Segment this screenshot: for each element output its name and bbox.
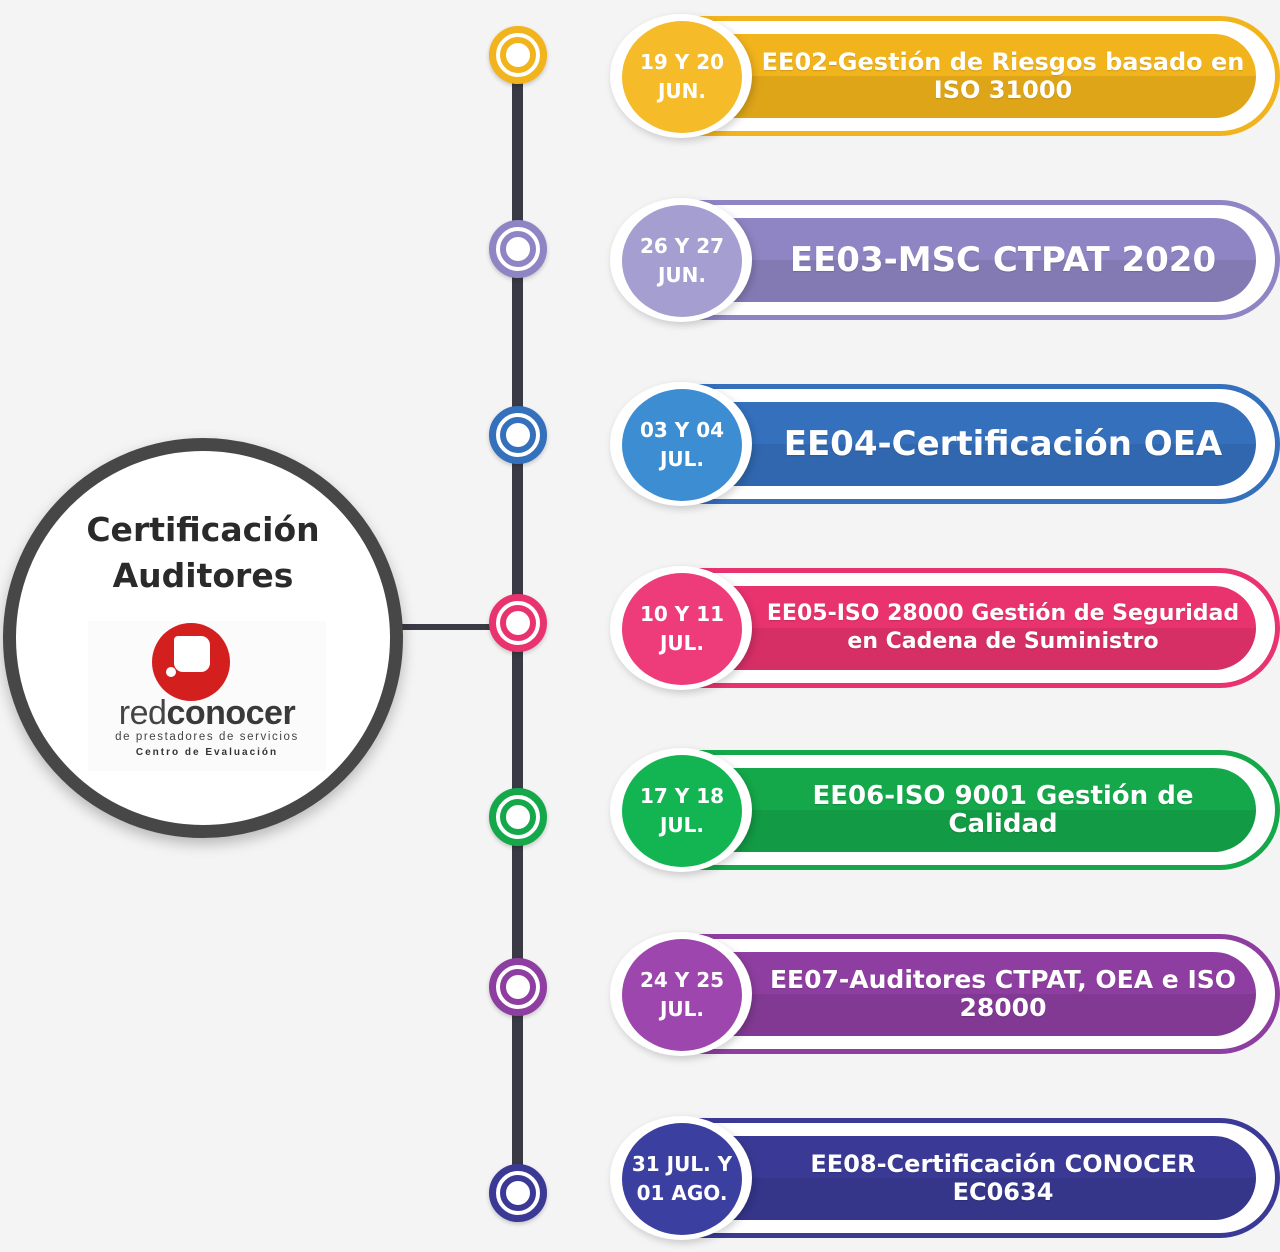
- event-pill-shade: [670, 1178, 1256, 1220]
- event-pill-shade: [670, 994, 1256, 1036]
- timeline-node: [489, 958, 547, 1016]
- timeline-node-center: [500, 37, 536, 73]
- event-date-ring: 26 Y 27 JUN.: [610, 198, 752, 322]
- event-date-ring: 19 Y 20 JUN.: [610, 14, 752, 138]
- event-date-ring: 10 Y 11 JUL.: [610, 566, 752, 690]
- event-pill-band: [670, 218, 1256, 302]
- event-pill-shade: [670, 810, 1256, 852]
- event-date-ring: 17 Y 18 JUL.: [610, 748, 752, 872]
- event-item: 10 Y 11 JUL. EE05-ISO 28000 Gestión de Se…: [610, 566, 1280, 690]
- event-item: 31 JUL. Y 01 AGO. EE08-Certificación CONO…: [610, 1116, 1280, 1240]
- red-conocer-logo: redconocer de prestadores de servicios C…: [88, 621, 326, 771]
- logo-mark-square: [174, 636, 210, 672]
- logo-word-red: red: [118, 694, 167, 732]
- event-item: 17 Y 18 JUL. EE06-ISO 9001 Gestión de Cal…: [610, 748, 1280, 872]
- event-title: EE04-Certificación OEA: [783, 424, 1223, 464]
- event-pill-band: [670, 402, 1256, 486]
- event-title: EE05-ISO 28000 Gestión de Seguridad en C…: [766, 601, 1240, 654]
- logo-center-label: Centro de Evaluación: [135, 747, 279, 758]
- timeline-node: [489, 594, 547, 652]
- main-title: Certificación Auditores: [16, 507, 390, 599]
- event-pill-band: [670, 768, 1256, 852]
- timeline-node-center: [500, 605, 536, 641]
- event-title: EE02-Gestión de Riesgos basado en ISO 31…: [761, 48, 1245, 104]
- event-title: EE06-ISO 9001 Gestión de Calidad: [812, 781, 1194, 839]
- event-pill-shade: [670, 76, 1256, 118]
- timeline-node: [489, 406, 547, 464]
- event-date: 26 Y 27 JUN.: [622, 205, 742, 317]
- event-pill-shade: [670, 444, 1256, 486]
- timeline-node-center: [500, 969, 536, 1005]
- event-item: 24 Y 25 JUL. EE07-Auditores CTPAT, OEA e …: [610, 932, 1280, 1056]
- event-item: 19 Y 20 JUN. EE02-Gestión de Riesgos basa…: [610, 14, 1280, 138]
- timeline-node-center: [500, 1175, 536, 1211]
- event-title: EE08-Certificación CONOCER EC0634: [810, 1150, 1196, 1206]
- timeline-node: [489, 26, 547, 84]
- event-title: EE03-MSC CTPAT 2020: [789, 240, 1217, 280]
- timeline-node: [489, 788, 547, 846]
- timeline-node-center: [500, 417, 536, 453]
- logo-mark-icon: [152, 623, 230, 701]
- event-date: 10 Y 11 JUL.: [622, 573, 742, 685]
- event-date-ring: 03 Y 04 JUL.: [610, 382, 752, 506]
- event-date: 17 Y 18 JUL.: [622, 755, 742, 867]
- event-pill-band: [670, 586, 1256, 670]
- event-pill-shade: [670, 260, 1256, 302]
- timeline-connector: [392, 624, 516, 630]
- event-pill-band: [670, 1136, 1256, 1220]
- event-pill-band: [670, 34, 1256, 118]
- event-date: 03 Y 04 JUL.: [622, 389, 742, 501]
- timeline-node-center: [500, 231, 536, 267]
- event-date-ring: 24 Y 25 JUL.: [610, 932, 752, 1056]
- main-circle: Certificación Auditores redconocer de pr…: [3, 438, 403, 838]
- timeline-node: [489, 1164, 547, 1222]
- event-date: 24 Y 25 JUL.: [622, 939, 742, 1051]
- timeline-node: [489, 220, 547, 278]
- logo-wordmark: redconocer: [88, 693, 326, 733]
- event-date: 31 JUL. Y 01 AGO.: [622, 1123, 742, 1235]
- event-date: 19 Y 20 JUN.: [622, 21, 742, 133]
- event-title: EE07-Auditores CTPAT, OEA e ISO 28000: [769, 965, 1237, 1022]
- main-title-line2: Auditores: [112, 556, 294, 595]
- event-item: 03 Y 04 JUL. EE04-Certificación OEA: [610, 382, 1280, 506]
- logo-subtitle: de prestadores de servicios: [115, 731, 299, 743]
- event-pill-shade: [670, 628, 1256, 670]
- event-date-ring: 31 JUL. Y 01 AGO.: [610, 1116, 752, 1240]
- event-item: 26 Y 27 JUN. EE03-MSC CTPAT 2020: [610, 198, 1280, 322]
- logo-word-conocer: conocer: [166, 694, 296, 732]
- main-title-line1: Certificación: [86, 510, 320, 549]
- timeline-node-center: [500, 799, 536, 835]
- event-pill-band: [670, 952, 1256, 1036]
- logo-mark-dot: [166, 667, 176, 677]
